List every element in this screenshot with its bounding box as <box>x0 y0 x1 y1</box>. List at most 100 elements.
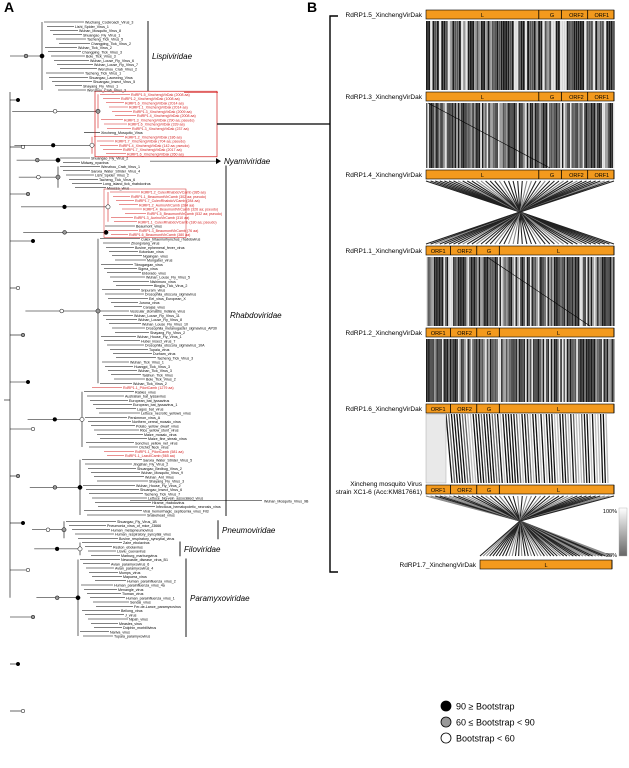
alignment-link <box>521 413 527 484</box>
alignment-link <box>534 413 540 484</box>
clade-label-paramyxoviridae: Paramyxoviridae <box>190 594 250 603</box>
gene-label: L <box>481 95 484 101</box>
alignment-bar <box>485 339 487 402</box>
alignment-bar <box>558 339 561 402</box>
alignment-bar <box>467 339 469 402</box>
alignment-bar <box>549 21 551 90</box>
alignment-link <box>537 413 543 484</box>
leaf-label: Shuangao_Insect_Virus_6 <box>140 488 182 492</box>
alignment-bar <box>541 339 543 402</box>
leaf-label: Culex_tritaeniorhynchus_rhabdovirus <box>141 237 201 241</box>
gene-label: L <box>557 249 560 255</box>
leaf-label: Shuangao_Fly_Virus_2 <box>91 157 128 161</box>
alignment-bar <box>461 257 463 326</box>
genome-track <box>425 245 615 256</box>
gene-label: L <box>544 563 547 569</box>
alignment-bar <box>594 103 596 168</box>
bootstrap-node <box>95 108 101 114</box>
alignment-bar <box>523 339 525 402</box>
alignment-bar <box>608 257 610 326</box>
alignment-bar <box>442 339 444 402</box>
alignment-bar <box>571 21 573 90</box>
gene-label: ORF1 <box>431 407 446 413</box>
gene-label: G <box>487 249 491 255</box>
alignment-link <box>458 413 466 484</box>
leaf-label: Wuhan_Louse_Fly_Virus_11 <box>134 314 180 318</box>
alignment-bar <box>475 103 477 168</box>
leaf-label: Shuangao_Bedbug_Virus_2 <box>137 467 182 471</box>
alignment-bar <box>595 21 598 90</box>
alignment-link <box>605 413 609 484</box>
alignment-bar <box>462 257 465 326</box>
gene-label: G <box>487 488 491 494</box>
leaf-label: Human_parainfluenza_virus_4a <box>114 584 165 588</box>
alignment-bar <box>438 103 441 168</box>
alignment-bar <box>461 339 463 402</box>
alignment-bar <box>573 257 575 326</box>
leaf-label: Wuhan_Mosquito_Virus_9 <box>141 471 183 475</box>
alignment-bar <box>448 21 450 90</box>
leaf-label: Sanxia_Water_Strider_Virus_4 <box>91 169 140 173</box>
alignment-bar <box>442 103 444 168</box>
bootstrap-node <box>23 53 29 59</box>
alignment-bar <box>480 339 482 402</box>
leaf-label: Lettuce_necrotic_yellows_virus <box>141 412 191 416</box>
alignment-link <box>540 413 546 484</box>
alignment-bar <box>481 21 483 90</box>
alignment-link <box>448 413 456 484</box>
bootstrap-node <box>59 308 64 314</box>
leaf-label: Orchid_fleck_virus <box>139 446 169 450</box>
alignment-bar <box>533 339 535 402</box>
alignment-bar <box>529 21 532 90</box>
legend-text-high: 90 ≥ Bootstrap <box>456 702 514 712</box>
alignment-bar <box>550 103 553 168</box>
bootstrap-node <box>55 595 60 600</box>
alignment-bar <box>565 339 567 402</box>
alignment-bar <box>432 21 435 90</box>
alignment-bar <box>520 21 523 90</box>
alignment-bar <box>542 339 545 402</box>
alignment-bar <box>459 21 461 90</box>
leaf-label: Lettuce_big-vein_associated_virus <box>148 497 203 501</box>
alignment-bar <box>474 257 476 326</box>
alignment-bar <box>605 257 607 326</box>
alignment-bar <box>547 257 549 326</box>
alignment-bar <box>518 339 521 402</box>
leaf-label: Wenzhou_Crab_Virus_3 <box>87 89 126 93</box>
alignment-bar <box>587 257 589 326</box>
genome-track <box>425 169 615 180</box>
leaf-label: Tacheng_Tick_Virus_6 <box>99 178 135 182</box>
gene-label: ORF1 <box>431 331 446 337</box>
leaf-label: RdRP1.6_XinchengVirDak (339 aa) <box>128 123 185 127</box>
bootstrap-node <box>105 204 111 210</box>
bootstrap-node <box>77 546 83 552</box>
leaf-label: Avian_paramyxovirus_6 <box>111 562 149 566</box>
alignment-bar <box>498 103 500 168</box>
bootstrap-node <box>30 426 36 432</box>
alignment-bar <box>528 339 530 402</box>
leaf-label: Wuhan_Louse_Fly_Virus_8 <box>138 318 182 322</box>
alignment-bar <box>501 339 503 402</box>
genome-track <box>425 403 615 414</box>
alignment-bar <box>602 339 604 402</box>
alignment-bar <box>462 103 465 168</box>
highlight-box <box>103 188 187 238</box>
alignment-link <box>491 413 498 484</box>
alignment-bar <box>510 103 513 168</box>
alignment-bar <box>582 103 585 168</box>
alignment-bar <box>507 21 510 90</box>
bootstrap-node <box>15 473 21 479</box>
leaf-label: Zhongxiang_virus <box>131 242 160 246</box>
leaf-label: Bingjia_Tick_Virus_2 <box>154 284 187 288</box>
alignment-bar <box>467 21 470 90</box>
gene-label: L <box>557 331 560 337</box>
alignment-bar <box>580 21 582 90</box>
alignment-link <box>496 413 503 484</box>
arrow-head <box>216 158 221 165</box>
alignment-bar <box>478 257 481 326</box>
alignment-bar <box>437 339 439 402</box>
leaf-label: Xincheng_Mosquito_Virus <box>101 131 143 135</box>
alignment-bar <box>562 103 564 168</box>
alignment-bar <box>598 257 601 326</box>
alignment-bar <box>474 339 476 402</box>
